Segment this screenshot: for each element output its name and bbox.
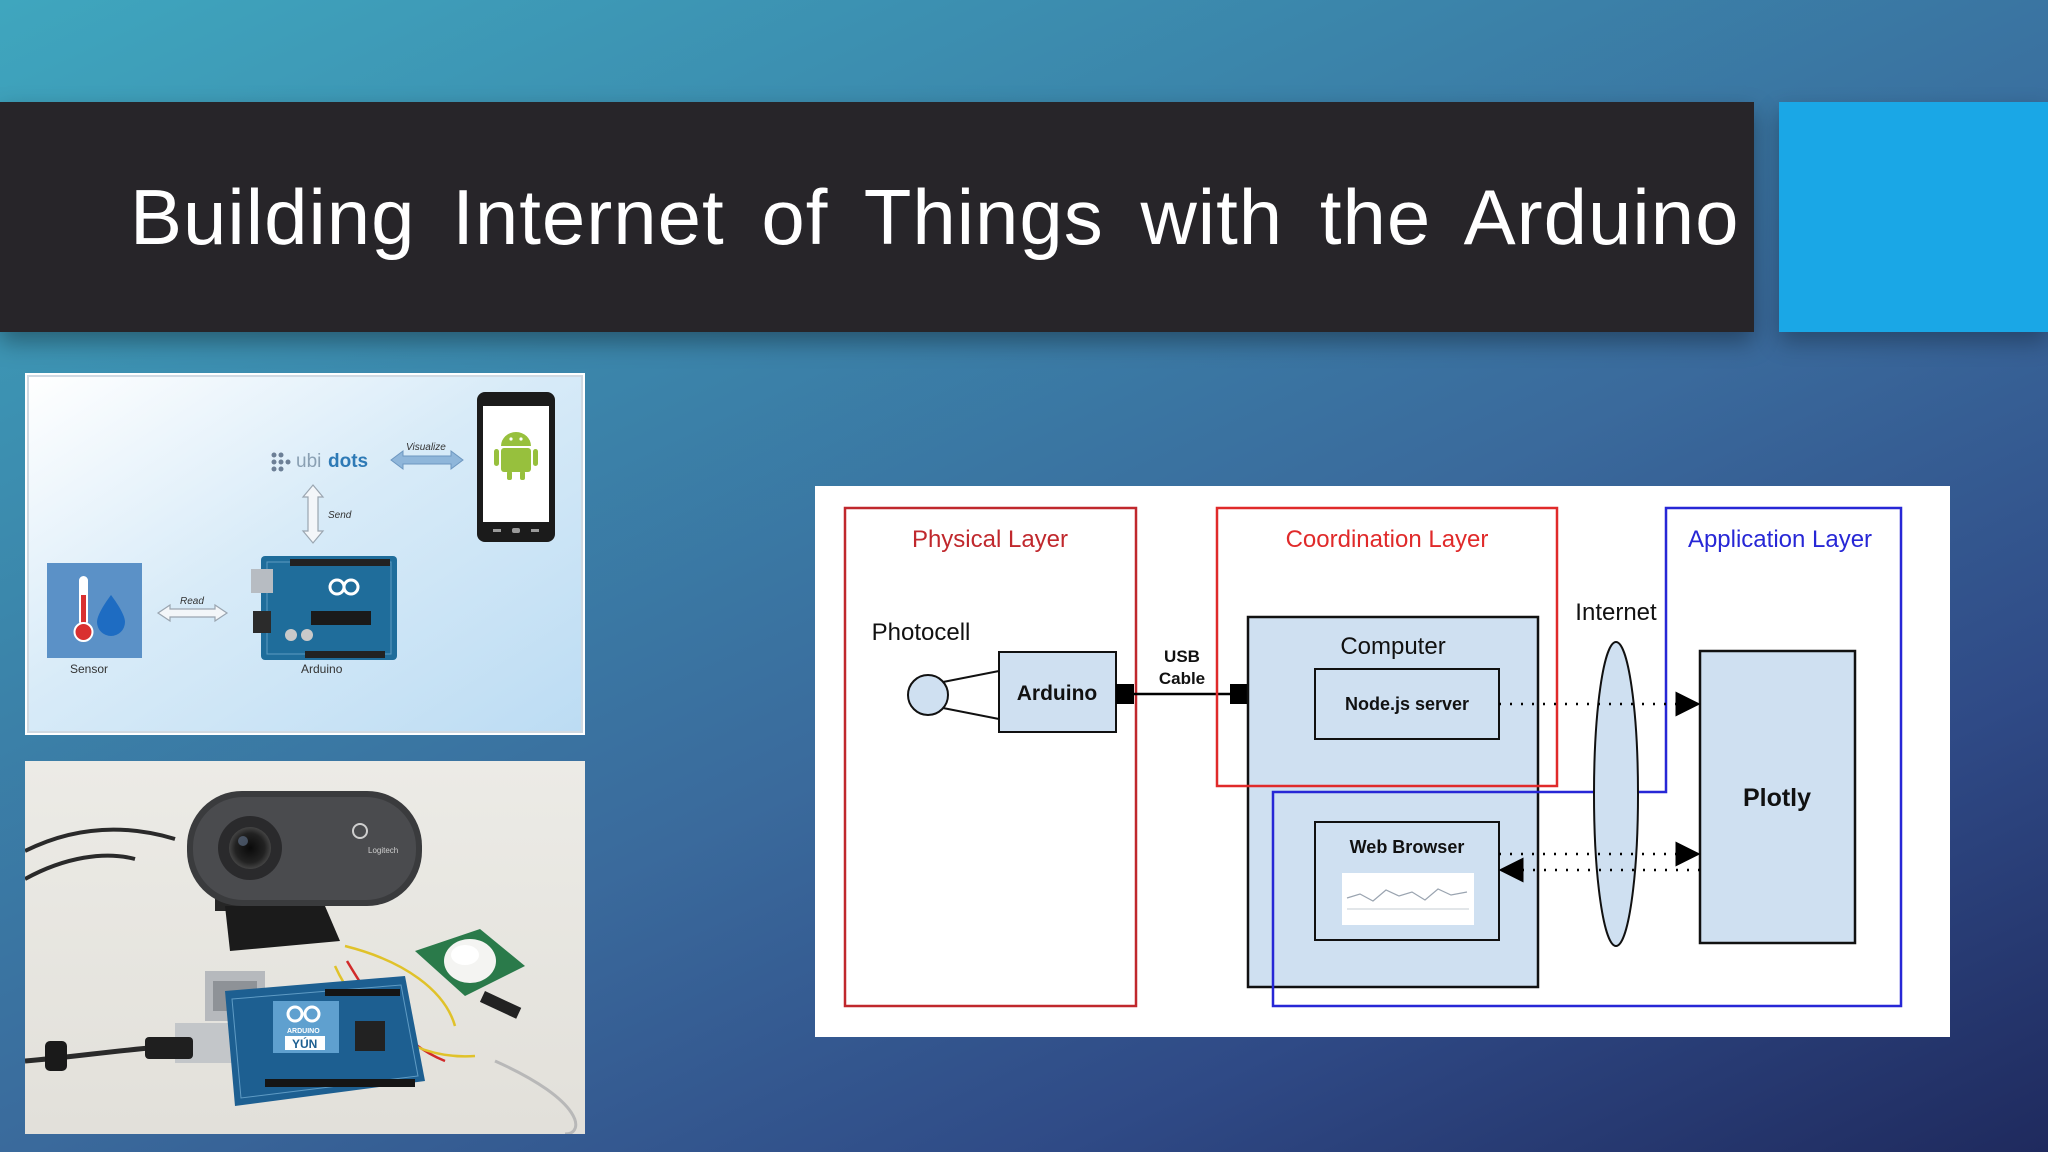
board-model: YÚN [292, 1036, 317, 1051]
photocell-icon [907, 674, 949, 716]
slide-title: Building Internet of Things with the Ard… [130, 173, 1740, 261]
ubidots-flow-figure: ubi dots Visualize [27, 375, 583, 733]
photocell-label: Photocell [872, 619, 971, 646]
computer-label: Computer [1340, 633, 1445, 660]
read-arrow: Read [156, 596, 229, 623]
coordination-layer-box [1215, 506, 1559, 788]
plotly-label: Plotly [1743, 784, 1811, 812]
application-layer-label: Application Layer [1688, 526, 1872, 553]
ubidots-logo: ubi dots [271, 451, 368, 472]
read-label: Read [180, 596, 204, 607]
ubidots-logo-suffix: dots [328, 451, 368, 472]
cable-label: Cable [1159, 669, 1205, 688]
architecture-diagram-svg: Physical Layer Photocell Arduino USB Cab… [815, 486, 1950, 1037]
arduino-label: Arduino [301, 662, 343, 676]
coordination-layer-label: Coordination Layer [1286, 526, 1489, 553]
ubidots-logo-prefix: ubi [296, 451, 321, 472]
visualize-label: Visualize [406, 442, 446, 453]
physical-layer-label: Physical Layer [912, 526, 1068, 553]
arduino-yun-board-icon: ARDUINO YÚN [225, 976, 425, 1106]
pir-sensor-icon [415, 929, 525, 1019]
browser-chart-thumbnail [1342, 873, 1474, 925]
visualize-arrow: Visualize [390, 442, 464, 470]
arduino-board-icon [251, 556, 397, 660]
sensor-icon [47, 563, 142, 658]
sensor-label: Sensor [70, 662, 108, 676]
title-bar: Building Internet of Things with the Ard… [0, 102, 1754, 332]
send-arrow: Send [301, 484, 352, 544]
board-brand: ARDUINO [287, 1028, 320, 1035]
internet-label: Internet [1575, 599, 1657, 626]
send-label: Send [328, 510, 352, 521]
architecture-diagram: Physical Layer Photocell Arduino USB Cab… [815, 486, 1950, 1037]
web-browser-label: Web Browser [1350, 837, 1465, 857]
nodejs-server-box [1314, 668, 1500, 740]
arduino-yun-photo-illustration: Logitech ARDUINO YÚN [25, 761, 585, 1134]
accent-block [1779, 102, 2048, 332]
android-phone-icon [477, 392, 555, 542]
camera-brand: Logitech [368, 846, 398, 855]
arduino-box [998, 651, 1117, 733]
webcam-icon: Logitech [187, 791, 422, 951]
plotly-box [1698, 649, 1857, 945]
arduino-yun-photo: Logitech ARDUINO YÚN [25, 761, 585, 1134]
arduino-box-label: Arduino [1017, 682, 1097, 705]
nodejs-server-label: Node.js server [1345, 694, 1469, 714]
internet-ellipse [1593, 641, 1639, 947]
usb-label: USB [1164, 647, 1200, 666]
physical-layer-box [843, 506, 1138, 1008]
ubidots-flow-image: ubi dots Visualize [25, 373, 585, 735]
application-layer-box [1271, 506, 1903, 1008]
